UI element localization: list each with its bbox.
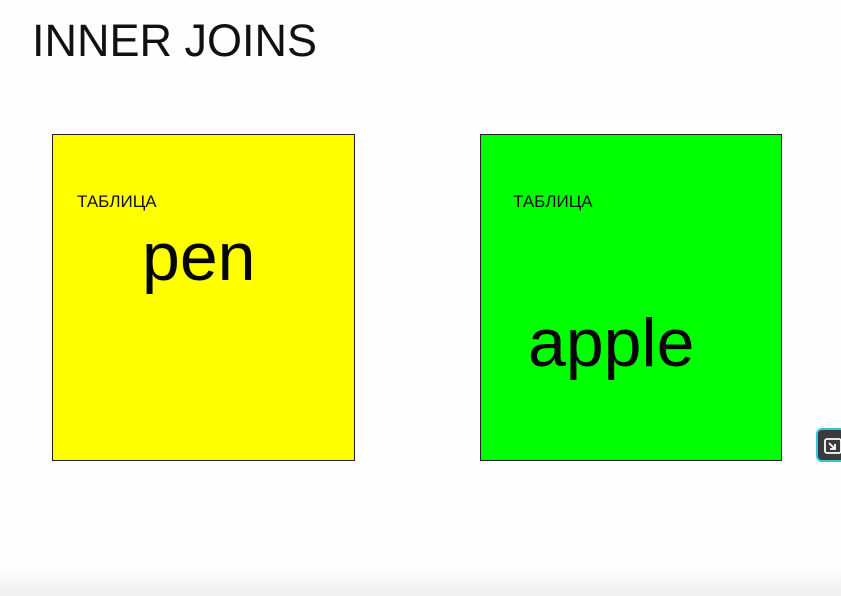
table-label: ТАБЛИЦА (77, 192, 157, 211)
table-box-apple: ТАБЛИЦА apple (480, 134, 782, 461)
exit-fullscreen-button[interactable] (816, 428, 841, 462)
exit-fullscreen-icon (824, 438, 841, 454)
bottom-bar (0, 572, 841, 596)
table-box-pen: ТАБЛИЦА pen (52, 134, 355, 461)
slide-title: INNER JOINS (32, 15, 318, 66)
table-value-pen: pen (142, 219, 256, 295)
table-value-apple: apple (528, 305, 695, 381)
table-label: ТАБЛИЦА (513, 192, 593, 211)
